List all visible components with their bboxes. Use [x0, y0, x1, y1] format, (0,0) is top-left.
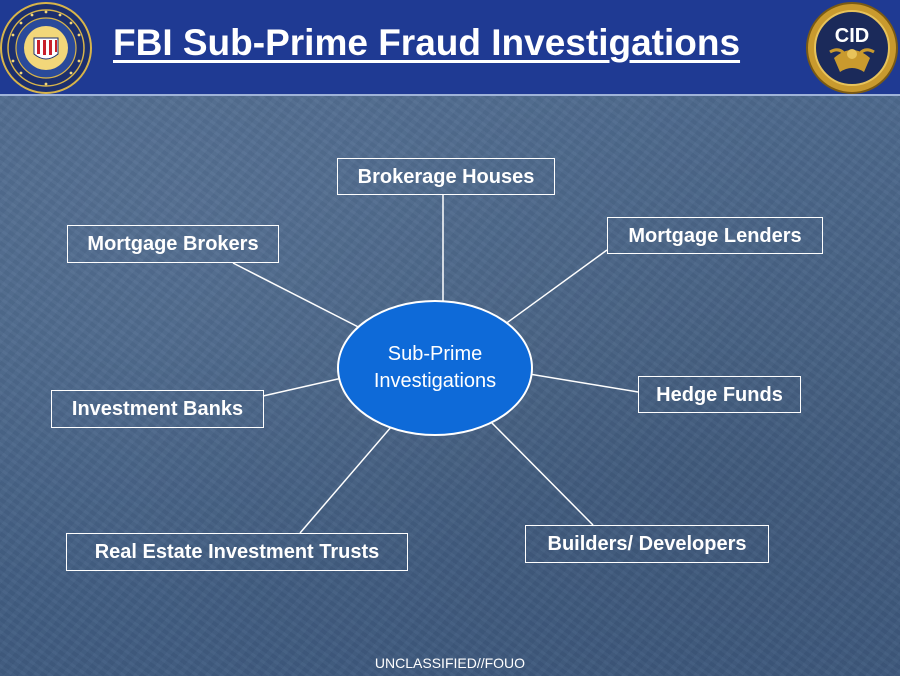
cid-seal-icon: CID	[806, 2, 898, 94]
node-label: Builders/ Developers	[547, 533, 747, 555]
node-investment-banks: Investment Banks	[51, 390, 264, 428]
header-bar: FBI Sub-Prime Fraud Investigations CID	[0, 0, 900, 96]
node-label: Real Estate Investment Trusts	[94, 541, 380, 563]
node-label: Brokerage Houses	[357, 165, 535, 188]
arrow-real-estate-investment-trusts	[299, 410, 406, 534]
fbi-seal-icon	[0, 2, 92, 94]
node-real-estate-investment-trusts: Real Estate Investment Trusts	[66, 533, 408, 571]
node-label: Mortgage Brokers	[87, 233, 259, 255]
page-title: FBI Sub-Prime Fraud Investigations	[113, 22, 741, 63]
classification-footer: UNCLASSIFIED//FOUO	[374, 655, 526, 671]
arrow-mortgage-brokers	[232, 262, 376, 336]
node-label: Investment Banks	[71, 398, 244, 420]
arrow-mortgage-lenders	[495, 249, 608, 332]
node-brokerage-houses: Brokerage Houses	[337, 158, 555, 195]
center-node-sub-prime-investigations: Sub-Prime Investigations	[337, 300, 533, 436]
node-mortgage-lenders: Mortgage Lenders	[607, 217, 823, 254]
node-hedge-funds: Hedge Funds	[638, 376, 801, 413]
arrow-investment-banks	[262, 372, 353, 397]
center-node-label: Sub-Prime Investigations	[373, 343, 497, 392]
arrow-builders-developers	[480, 411, 594, 526]
node-builders-developers: Builders/ Developers	[525, 525, 769, 563]
node-label: Mortgage Lenders	[628, 224, 802, 247]
node-mortgage-brokers: Mortgage Brokers	[67, 225, 279, 263]
cid-seal-text: CID	[835, 25, 869, 47]
node-label: Hedge Funds	[656, 383, 783, 406]
